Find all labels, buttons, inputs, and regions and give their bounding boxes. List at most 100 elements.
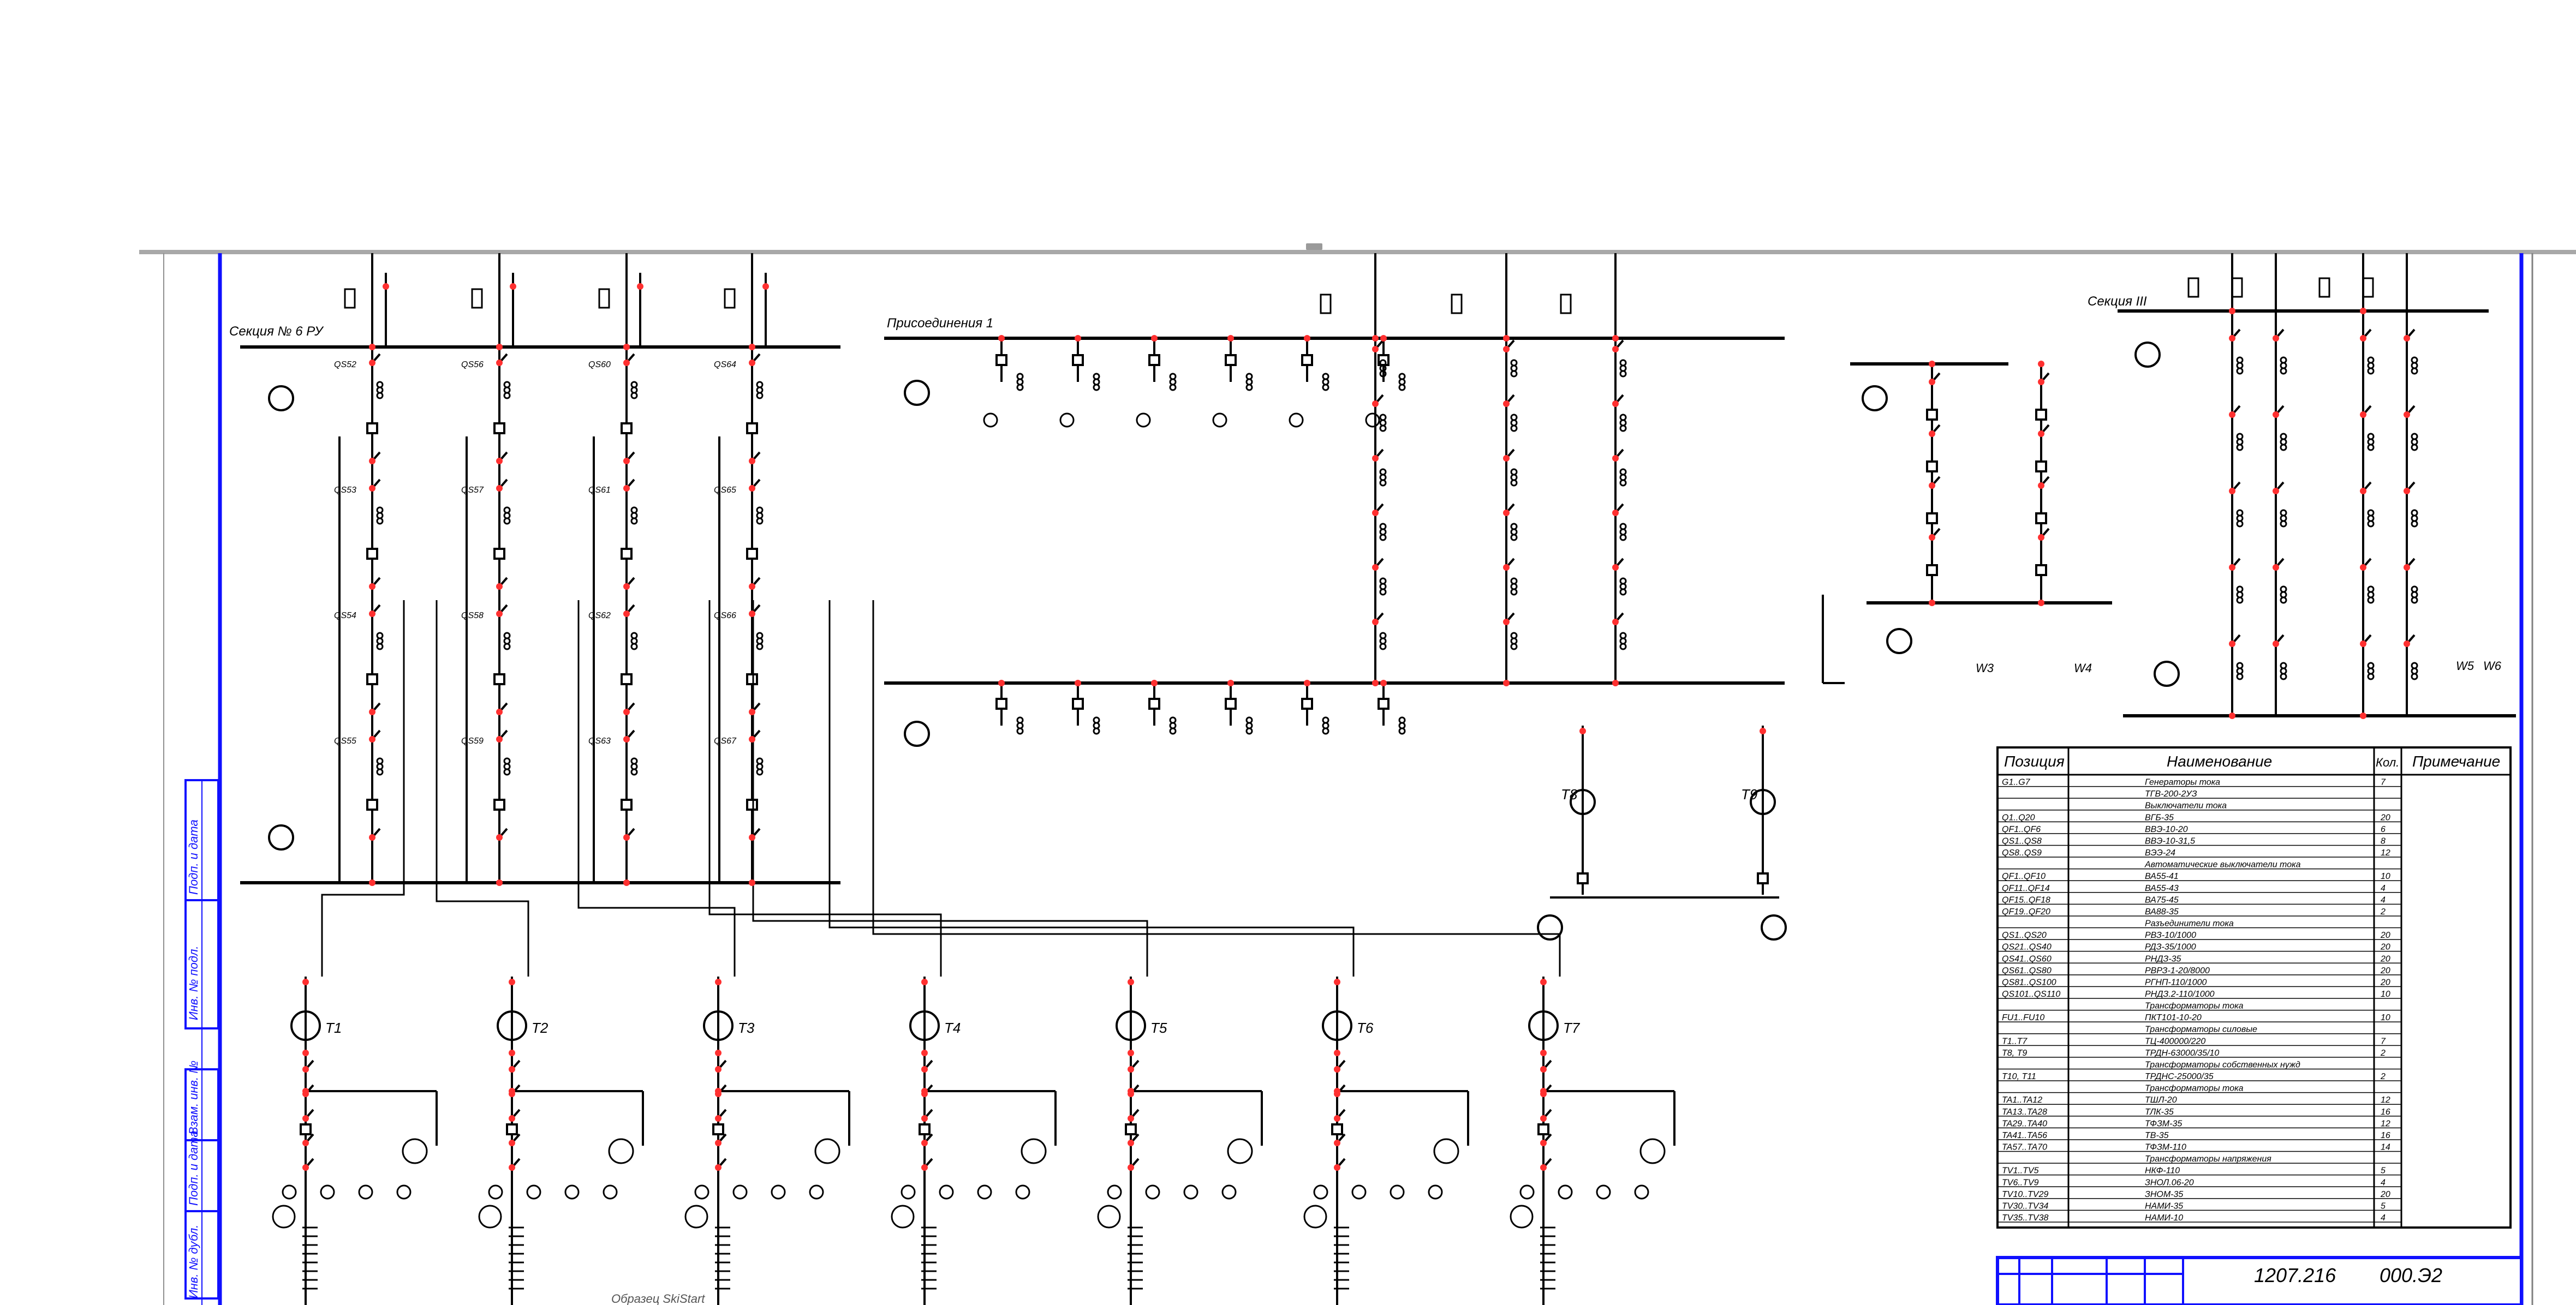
voltage-transformer	[904, 721, 930, 747]
connection-node	[623, 610, 630, 617]
breaker-symbol	[1072, 698, 1084, 710]
earthing-symbol	[1136, 412, 1151, 428]
connection-node	[623, 485, 630, 492]
connection-node	[749, 879, 755, 886]
outgoing-line-label: W6	[2483, 659, 2502, 673]
connection-node	[623, 736, 630, 743]
splitter-grip[interactable]	[1306, 243, 1322, 250]
connection-node	[1503, 400, 1510, 407]
generator-symbol	[684, 1205, 708, 1229]
connection-node	[1929, 379, 1935, 385]
ct-symbol	[2411, 367, 2418, 375]
connection-node	[2273, 640, 2279, 647]
outgoing-line-label: W3	[1976, 661, 1994, 675]
ct-symbol	[503, 392, 511, 399]
connection-node	[921, 1115, 928, 1122]
connection-node	[496, 485, 503, 492]
fuse-symbol	[1320, 294, 1332, 314]
generator-symbol	[478, 1205, 502, 1229]
spec-cell: TA41..TA56	[2002, 1131, 2047, 1140]
connection-node	[1128, 1164, 1134, 1171]
connection-node	[715, 1066, 721, 1073]
spec-cell: TV30..TV34	[2002, 1201, 2048, 1211]
voltage-transformer	[1761, 914, 1787, 941]
spec-cell: ПКТ101-10-20	[2145, 1013, 2202, 1022]
ct-symbol	[1093, 384, 1100, 391]
fuse-symbol	[358, 1184, 373, 1200]
connection-node	[496, 360, 503, 366]
breaker-symbol	[2035, 512, 2047, 524]
switchgear-bays: QS52QS53QS54QS55QS56QS57QS58QS59QS60QS61…	[268, 253, 2502, 977]
spec-cell: РГНП-110/1000	[2145, 978, 2207, 987]
generator-group: T2	[478, 977, 644, 1305]
connection-node	[496, 736, 503, 743]
connection-node	[1540, 1140, 1547, 1146]
breaker-symbol	[746, 799, 758, 811]
connection-node	[1380, 680, 1387, 686]
element-label: QS57	[461, 486, 484, 495]
connection-node	[302, 1050, 309, 1056]
fuse-symbol	[1221, 1184, 1237, 1200]
spec-cell: 12	[2381, 1119, 2390, 1128]
spec-cell: Трансформаторы напряжения	[2145, 1154, 2271, 1164]
connection-node	[2229, 488, 2235, 494]
breaker-symbol	[746, 422, 758, 434]
spec-cell: 7	[2381, 1037, 2386, 1046]
voltage-transformer	[1537, 914, 1563, 941]
feeder-wire	[577, 600, 736, 977]
connection-node	[749, 583, 755, 590]
breaker-symbol	[621, 548, 633, 560]
connection-node	[715, 1115, 721, 1122]
spec-cell: TV6..TV9	[2002, 1178, 2039, 1187]
spec-cell: Разъединители тока	[2145, 919, 2234, 929]
connection-node	[921, 1050, 928, 1056]
feeder-wire	[828, 600, 1355, 977]
spec-header-name: Наименование	[2167, 753, 2272, 770]
fuse-symbol	[1351, 1184, 1367, 1200]
spec-cell: ТШЛ-20	[2145, 1096, 2177, 1105]
fuse-symbol	[603, 1184, 618, 1200]
connection-node	[509, 1050, 515, 1056]
step-up-transformer	[1322, 1010, 1352, 1041]
connection-node	[2229, 335, 2235, 342]
element-label: QS59	[461, 737, 484, 746]
spec-cell: T10, T11	[2002, 1072, 2036, 1081]
ct-symbol	[1322, 727, 1329, 735]
spec-cell: ВЭЭ-24	[2145, 848, 2175, 858]
ct-symbol	[2236, 596, 2244, 604]
breaker-symbol	[300, 1123, 312, 1135]
connection-node	[2360, 488, 2366, 494]
connection-node	[2360, 411, 2366, 418]
connection-node	[1540, 1088, 1547, 1094]
fuse-symbol	[1596, 1184, 1611, 1200]
spec-cell: 20	[2380, 943, 2390, 952]
connection-node	[496, 834, 503, 841]
spec-cell: РВРЗ-1-20/8000	[2145, 966, 2210, 975]
connection-node	[921, 1066, 928, 1073]
generator-label: T6	[1357, 1020, 1374, 1036]
fuse-symbol	[901, 1184, 916, 1200]
connection-node	[1380, 335, 1387, 342]
ct-symbol	[1510, 534, 1518, 541]
connection-node	[715, 979, 721, 985]
fuse-symbol	[526, 1184, 541, 1200]
connection-node	[1503, 564, 1510, 571]
ct-symbol	[2367, 596, 2375, 604]
spec-cell: ВВЭ-10-20	[2145, 825, 2188, 834]
connection-node	[715, 1164, 721, 1171]
fuse-symbol	[694, 1184, 709, 1200]
fuse-symbol	[598, 288, 610, 309]
fuse-symbol	[1428, 1184, 1443, 1200]
connection-node	[1372, 619, 1379, 625]
fuse-symbol	[320, 1184, 335, 1200]
ct-symbol	[2280, 520, 2287, 528]
spec-cell: G1..G7	[2002, 778, 2031, 787]
connection-node	[623, 458, 630, 464]
connection-node	[1151, 680, 1158, 686]
spec-cell: QS1..QS20	[2002, 931, 2047, 940]
connection-node	[369, 344, 375, 350]
connection-node	[1503, 346, 1510, 352]
element-label: QS64	[714, 360, 736, 369]
connection-node	[1128, 1115, 1134, 1122]
breaker-symbol	[2035, 564, 2047, 576]
